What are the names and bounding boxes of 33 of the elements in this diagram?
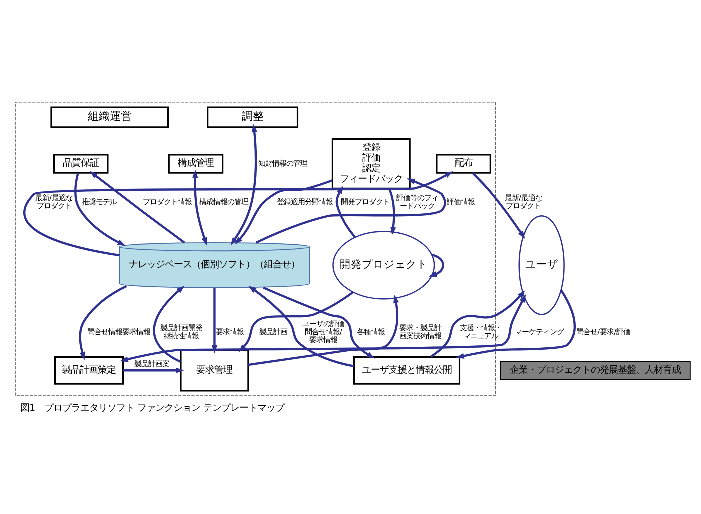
node-ellipse: 開発プロジェクト: [332, 231, 436, 300]
node-box: ユーザ支援と情報公開: [353, 356, 461, 385]
arrow: [212, 288, 218, 354]
arrow: [388, 188, 396, 236]
node-box: 企業・プロジェクトの発展基盤、人材育成: [500, 361, 691, 380]
arrow: [74, 172, 126, 246]
arrow: [248, 286, 354, 368]
arrow: [256, 178, 446, 244]
arrow: [24, 172, 454, 257]
arrow: [79, 285, 128, 360]
caption: 図1 プロプラエタリソフト ファンクション テンプレートマップ: [20, 402, 285, 414]
arrow: [153, 286, 185, 363]
arrow: [428, 254, 444, 278]
node-box: 組織運営: [50, 106, 169, 128]
node-box: 要求管理: [180, 350, 250, 392]
arrow: [123, 368, 184, 374]
arrow: [120, 294, 526, 362]
arrow: [430, 290, 526, 358]
node-box: 調整: [207, 106, 299, 128]
node-box: 配布: [436, 154, 492, 174]
arrow: [336, 186, 356, 238]
arrow: [192, 170, 208, 246]
arrow: [456, 290, 576, 359]
node-box: 製品計画策定: [54, 356, 124, 385]
arrow: [248, 295, 400, 366]
node-box: 品質保証: [54, 154, 109, 174]
arrow: [263, 286, 376, 359]
arrow: [234, 180, 333, 245]
node-box: 登録 評価 認定 フィードバック: [332, 138, 411, 190]
node-box: 構成管理: [168, 154, 224, 174]
arrow: [90, 171, 186, 244]
arrow: [472, 172, 526, 240]
arrow: [230, 124, 258, 246]
